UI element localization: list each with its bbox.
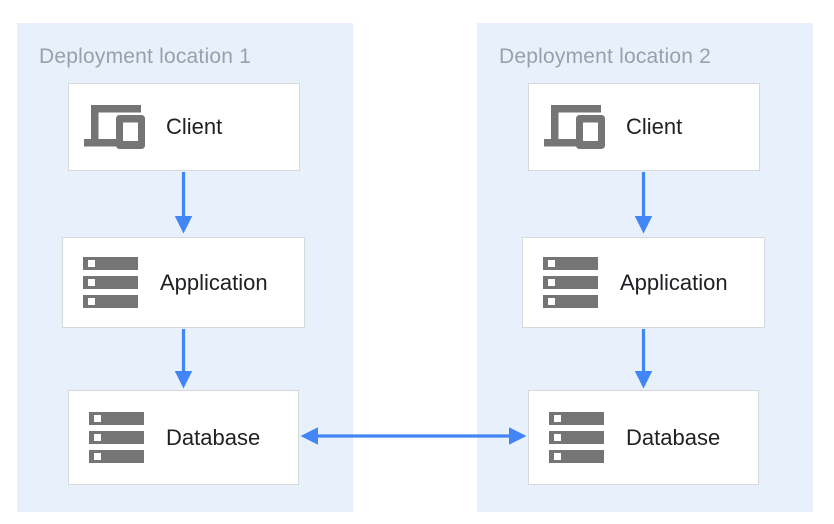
node-application-2: Application [522, 237, 765, 328]
panel-title: Deployment location 1 [39, 45, 251, 68]
storage-icon [83, 257, 138, 308]
storage-icon [543, 257, 598, 308]
node-client-2: Client [528, 83, 760, 171]
deployment-location-2-panel: Deployment location 2 Client Application [477, 23, 813, 512]
node-client-1: Client [68, 83, 300, 171]
node-application-1: Application [62, 237, 305, 328]
devices-icon [544, 105, 605, 149]
node-database-1: Database [68, 390, 299, 485]
node-label: Database [626, 424, 721, 450]
deployment-location-1-panel: Deployment location 1 Client Application [17, 23, 353, 512]
node-database-2: Database [528, 390, 759, 485]
node-label: Database [166, 424, 261, 450]
node-label: Client [626, 114, 683, 139]
panel-title: Deployment location 2 [499, 45, 711, 68]
node-label: Client [166, 114, 223, 139]
devices-icon [84, 105, 145, 149]
node-label: Application [160, 269, 268, 295]
node-label: Application [620, 269, 728, 295]
storage-icon [89, 412, 144, 463]
storage-icon [549, 412, 604, 463]
